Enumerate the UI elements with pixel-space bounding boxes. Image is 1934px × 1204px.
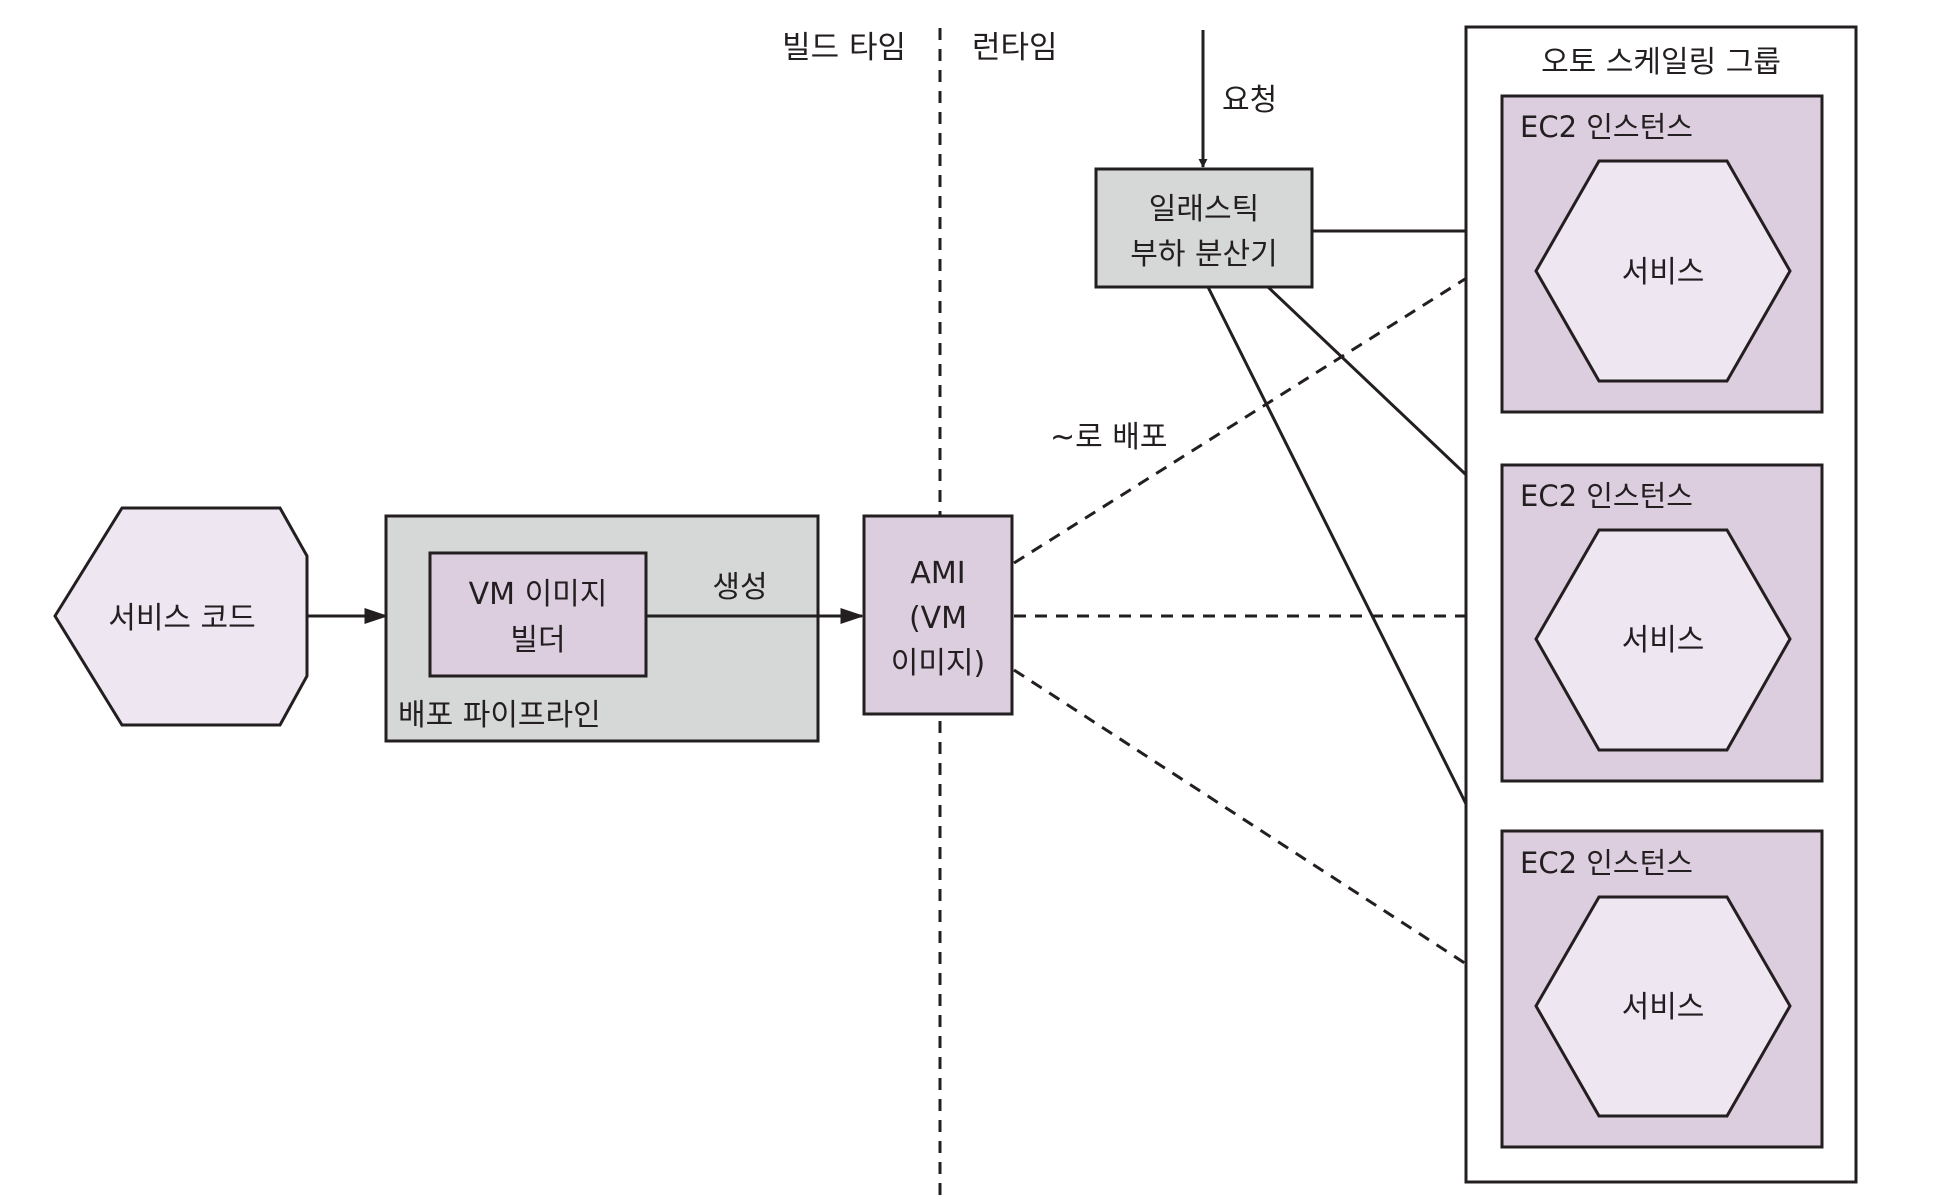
service-hexagon	[1534, 895, 1792, 1118]
ec2-instance-3: EC2 인스턴스 서비스	[1500, 829, 1824, 1149]
ec2-instance-1: EC2 인스턴스 서비스	[1500, 94, 1824, 414]
ec2-instance-label: EC2 인스턴스	[1520, 110, 1693, 144]
generate-label: 생성	[712, 570, 767, 605]
deployment-pipeline-label: 배포 파이프라인	[398, 698, 601, 733]
ec2-instance-2: EC2 인스턴스 서비스	[1500, 463, 1824, 783]
edge-ami-to-instance-1	[1013, 255, 1503, 565]
vm-image-builder	[428, 551, 648, 678]
deployment-pipeline: VM 이미지 빌더 배포 파이프라인	[384, 514, 820, 743]
vm-image-builder-line2: 빌더	[510, 623, 565, 658]
runtime-label: 런타임	[972, 30, 1058, 66]
vm-image-builder-line1: VM 이미지	[469, 577, 608, 612]
load-balancer-line2: 부하 분산기	[1130, 237, 1278, 272]
service-label: 서비스	[1622, 623, 1705, 658]
service-hexagon	[1534, 528, 1792, 752]
service-hexagon	[1534, 159, 1792, 383]
ec2-instance-label: EC2 인스턴스	[1520, 479, 1693, 513]
build-time-label: 빌드 타임	[782, 30, 906, 66]
edge-lb-to-instance-2	[1266, 285, 1502, 509]
edge-ami-to-instance-3	[1013, 668, 1503, 988]
ami-line1: AMI	[910, 556, 965, 591]
service-code-node: 서비스 코드	[53, 506, 309, 727]
ami-line3: 이미지)	[891, 646, 986, 681]
request-label: 요청	[1222, 83, 1277, 118]
ami-line2: (VM	[909, 601, 967, 636]
service-label: 서비스	[1622, 990, 1705, 1025]
ec2-instance-label: EC2 인스턴스	[1520, 846, 1693, 880]
deploy-to-label: ~로 배포	[1050, 420, 1167, 455]
service-code-label: 서비스 코드	[108, 601, 256, 636]
auto-scaling-group-title: 오토 스케일링 그룹	[1541, 45, 1781, 80]
service-label: 서비스	[1622, 255, 1705, 290]
ami-node: AMI (VM 이미지)	[862, 514, 1014, 716]
load-balancer-line1: 일래스틱	[1149, 192, 1259, 227]
edge-lb-to-instance-3	[1206, 286, 1502, 875]
elastic-load-balancer: 일래스틱 부하 분산기	[1094, 167, 1314, 289]
